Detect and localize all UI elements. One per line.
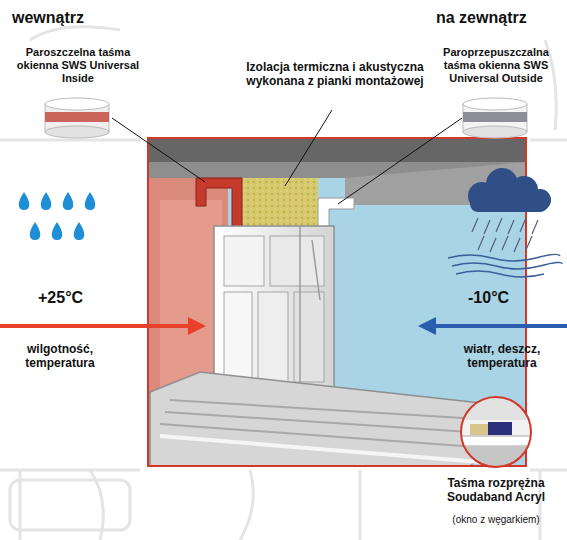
tape-roll-outside [463,98,527,138]
water-drop [63,192,74,210]
rain-lines [472,218,538,252]
wind-line [448,254,560,261]
cold-arrow [432,324,567,328]
heat-arrow [0,324,192,328]
water-drop [74,222,85,240]
inset-background [460,396,532,468]
part-label: Taśma rozprężna Soudaband Acryl [428,476,564,505]
side-heading: wewnątrz [12,8,152,27]
sill-rib [160,436,480,462]
profile-chamber [294,292,324,382]
wind-line [456,271,544,277]
inset-profile [460,436,532,446]
water-drop [52,222,63,240]
condition-note: wilgotność, temperatura [8,342,112,371]
leader-line [112,118,205,182]
condition-note: wiatr, deszcz, temperatura [452,342,552,371]
temperature-value: -10°C [468,288,548,307]
roll-edge [45,126,109,138]
water-drops [19,192,96,240]
arrow-head [418,317,436,335]
inset-foam [470,424,488,435]
part-label: Paroszczelna taśma okienna SWS Universal… [12,46,144,86]
vapour-tight-tape [196,178,242,226]
side-heading: na zewnątrz [436,8,564,27]
inset-frame [461,397,531,467]
wind [448,254,562,277]
sketch-line [0,140,567,470]
profile-chamber [258,292,288,382]
roll-edge [463,98,527,110]
water-drop [19,192,30,210]
roll-band [463,112,527,122]
window-sill [150,372,510,466]
profile-line [300,226,320,394]
background-sketch [0,27,567,540]
cloud [468,168,551,212]
profile-chamber [224,292,252,382]
sketch-line [20,27,540,540]
cloud-part [470,196,548,212]
rain [472,218,538,252]
profile-chamber [270,236,324,286]
lintel [148,138,526,162]
window-profile [214,226,334,394]
foam-insulation [232,178,318,226]
water-drop [85,192,96,210]
inset-expanding-tape [488,422,512,435]
part-label: Paroprzepuszczalna taśma okienna SWS Uni… [428,46,564,86]
wind-line [452,262,562,269]
roll-edge [463,126,527,138]
water-drop [41,192,52,210]
note: (okno z węgarkiem) [428,514,564,526]
part-label: Izolacja termiczna i akustyczna wykonana… [246,60,424,89]
temperature-value: +25°C [38,288,118,307]
arrow-head [188,317,206,335]
profile-chamber [224,236,264,286]
water-drop [30,222,41,240]
roll-band [45,112,109,122]
tape-roll-inside [45,98,109,138]
sketch-line [10,480,130,530]
breathable-tape [318,198,354,230]
inset-detail [460,396,532,468]
leader-line [285,110,332,186]
roll-edge [45,98,109,110]
leader-line [338,118,462,204]
